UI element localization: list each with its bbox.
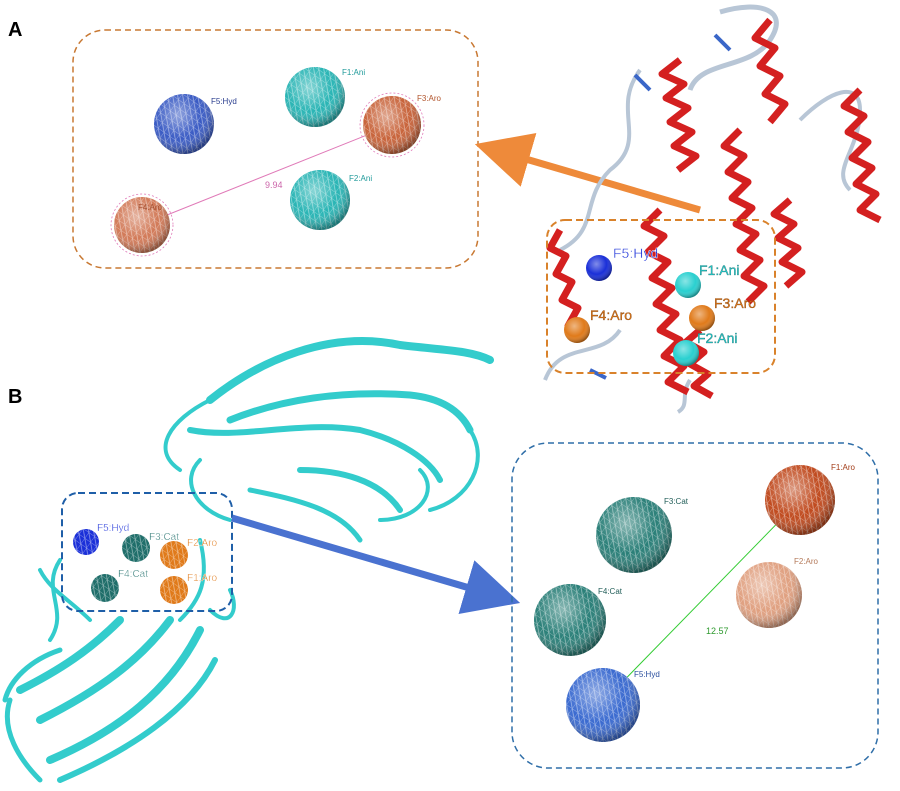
panel-a-site-sphere-f1 [675,272,701,298]
panel-a-inset-sphere-f2 [290,170,350,230]
panel-a-inset-sphere-f3 [359,92,425,158]
panel-b-site-label-f4: F4:Cat [118,569,148,580]
panel-a-inset-label-f1: F1:Ani [342,68,365,77]
panel-a-inset-border [72,29,479,269]
panel-a-site-sphere-f3 [689,305,715,331]
panel-a-inset-sphere-f5 [154,94,214,154]
panel-b-inset-sphere-f5 [566,668,640,742]
panel-b-arrow [231,514,521,614]
panel-a-arrow [474,132,701,214]
panel-b-site-label-f5: F5:Hyd [97,523,129,534]
panel-b-inset-sphere-f4 [534,584,606,656]
panel-b-site-label-f2: F2:Aro [187,538,217,549]
panel-a-inset-label-f2: F2:Ani [349,174,372,183]
panel-b-inset: 12.57 F3:Cat F1:Aro F2:Aro F4:Cat [511,442,879,769]
panel-b-distance-line [599,499,801,706]
panel-a-distance-label: 9.94 [265,180,283,190]
panel-b-protein [2,337,494,783]
panel-b-site-sphere-f3 [122,534,150,562]
panel-b-site-sphere-f5 [73,529,99,555]
panel-b-inset-label-f3: F3:Cat [664,497,689,506]
panel-b-letter: B [8,386,22,408]
panel-b-site-label-f3: F3:Cat [149,532,179,543]
panel-a-site-sphere-f4 [564,317,590,343]
panel-b-inset-label-f2: F2:Aro [794,557,819,566]
panel-b-site-box [61,492,233,612]
panel-b-inset-sphere-f2 [736,562,802,628]
panel-b-site-sphere-f1 [160,576,188,604]
panel-b-inset-label-f1: F1:Aro [831,463,856,472]
panel-b-site-sphere-f4 [91,574,119,602]
panel-b-site-label-f1: F1:Aro [187,573,217,584]
panel-a-protein [543,4,882,414]
panel-b-inset-sphere-f3 [596,497,672,573]
panel-a-site-label-f4: F4:Aro [590,307,632,323]
panel-a-distance-line [141,124,393,226]
panel-a-site-label-f3: F3:Aro [714,295,756,311]
panel-b-inset-label-f4: F4:Cat [598,587,623,596]
panel-a-site-label-f5: F5:Hyd [613,245,658,261]
panel-a-inset-label-f5: F5:Hyd [211,97,237,106]
panel-a-site-sphere-f2 [673,340,699,366]
panel-b-distance-label: 12.57 [706,626,729,636]
panel-a-site-box [546,219,776,374]
panel-b-inset-sphere-f1 [765,465,835,535]
panel-b-site-sphere-f2 [160,541,188,569]
panel-a-inset-label-f4: F4:Aro [138,203,163,212]
panel-a-site-label-f2: F2:Ani [697,330,737,346]
panel-a-letter: A [8,19,22,41]
panel-a-inset-sphere-f4 [110,193,174,257]
panel-a-site-sphere-f5 [586,255,612,281]
panel-b-inset-label-f5: F5:Hyd [634,670,660,679]
panel-a-inset: 9.94 F5:Hyd F1:Ani F3:Aro F2: [72,29,479,269]
panel-a-inset-label-f3: F3:Aro [417,94,442,103]
panel-a-site-label-f1: F1:Ani [699,262,739,278]
panel-a-inset-sphere-f1 [285,67,345,127]
